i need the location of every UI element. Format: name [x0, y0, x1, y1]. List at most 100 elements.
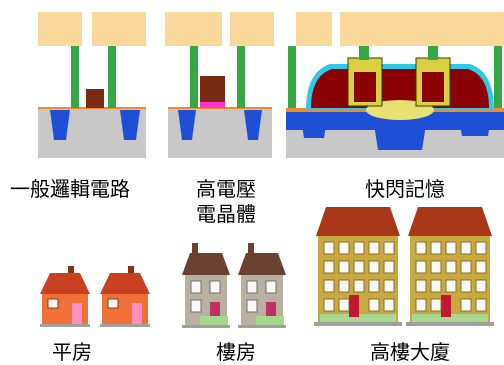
- bungalow-illustration: [40, 266, 150, 327]
- label-bungalow: 平房: [52, 340, 92, 364]
- window: [445, 260, 457, 274]
- ground: [100, 324, 150, 327]
- door: [210, 302, 220, 325]
- hedge: [200, 316, 228, 325]
- window: [383, 260, 395, 274]
- roof: [238, 253, 286, 275]
- gate: [200, 76, 225, 102]
- door: [266, 302, 276, 325]
- window: [430, 298, 442, 312]
- roof: [182, 253, 230, 275]
- window: [265, 280, 277, 294]
- label-townhouse: 樓房: [216, 340, 256, 364]
- window: [445, 241, 457, 255]
- gate-block-left: [296, 12, 332, 46]
- door: [349, 295, 359, 317]
- window: [383, 279, 395, 293]
- chimney: [128, 266, 134, 276]
- window: [460, 241, 472, 255]
- source-well: [50, 110, 70, 140]
- label-flash-memory: 快閃記憶: [365, 177, 445, 201]
- window: [368, 298, 380, 312]
- chimney: [192, 243, 198, 255]
- ground: [314, 322, 402, 326]
- window: [475, 260, 487, 274]
- window: [190, 280, 202, 294]
- contact-left: [190, 46, 198, 108]
- high-k-layer: [200, 102, 225, 108]
- window: [430, 260, 442, 274]
- roof: [316, 207, 400, 236]
- gate-block-left: [38, 12, 82, 46]
- hedge: [256, 316, 284, 325]
- window: [475, 279, 487, 293]
- left-well: [300, 112, 328, 138]
- gate-block-right: [230, 12, 274, 46]
- townhouse-illustration: [182, 243, 286, 328]
- window: [323, 260, 335, 274]
- chimney: [68, 266, 74, 276]
- window: [323, 298, 335, 312]
- label-high-voltage-line1: 高電壓: [196, 177, 256, 201]
- window: [47, 298, 59, 309]
- window: [430, 279, 442, 293]
- window: [415, 279, 427, 293]
- window: [246, 280, 258, 294]
- door: [441, 295, 451, 317]
- right-well: [458, 112, 492, 136]
- window: [209, 280, 221, 294]
- gate-block-right: [340, 12, 504, 46]
- window: [246, 299, 258, 313]
- window: [383, 298, 395, 312]
- center-well: [372, 112, 428, 150]
- drain-well: [244, 110, 262, 140]
- trap-cell-left-inner: [354, 72, 376, 102]
- window: [368, 279, 380, 293]
- bungalow: [100, 266, 150, 327]
- ground: [182, 325, 230, 328]
- window: [353, 241, 365, 255]
- ground: [406, 322, 494, 326]
- window: [383, 241, 395, 255]
- label-high-voltage-line2: 電晶體: [196, 202, 256, 226]
- roof: [408, 207, 492, 236]
- highrise: [314, 207, 402, 326]
- window: [353, 260, 365, 274]
- gate: [86, 89, 104, 108]
- window: [460, 298, 472, 312]
- label-highrise: 高樓大廈: [370, 340, 450, 364]
- hedge: [412, 314, 488, 322]
- ground: [40, 324, 90, 327]
- window: [430, 241, 442, 255]
- chimney: [248, 243, 254, 255]
- trap-cell-right: [415, 57, 451, 107]
- bungalow: [40, 266, 90, 327]
- contact-right: [108, 46, 116, 108]
- window: [107, 298, 119, 309]
- drain-well: [120, 110, 140, 140]
- contact-left: [71, 46, 79, 108]
- contact-right: [237, 46, 245, 108]
- window: [323, 241, 335, 255]
- window: [368, 260, 380, 274]
- high-voltage-transistor-diagram: [165, 12, 274, 158]
- townhouse: [238, 243, 286, 328]
- door: [72, 303, 82, 324]
- window: [190, 299, 202, 313]
- window: [338, 260, 350, 274]
- window: [415, 241, 427, 255]
- contact-left: [288, 46, 296, 108]
- door: [132, 303, 142, 324]
- window: [368, 241, 380, 255]
- window: [338, 241, 350, 255]
- window: [415, 298, 427, 312]
- roof: [100, 273, 150, 294]
- window: [323, 279, 335, 293]
- trap-cell-right-inner: [422, 72, 444, 102]
- label-logic-circuit: 一般邏輯電路: [10, 177, 130, 201]
- contact-right: [494, 46, 502, 108]
- window: [338, 279, 350, 293]
- gate-block-left: [165, 12, 222, 46]
- logic-transistor-diagram: [38, 12, 146, 158]
